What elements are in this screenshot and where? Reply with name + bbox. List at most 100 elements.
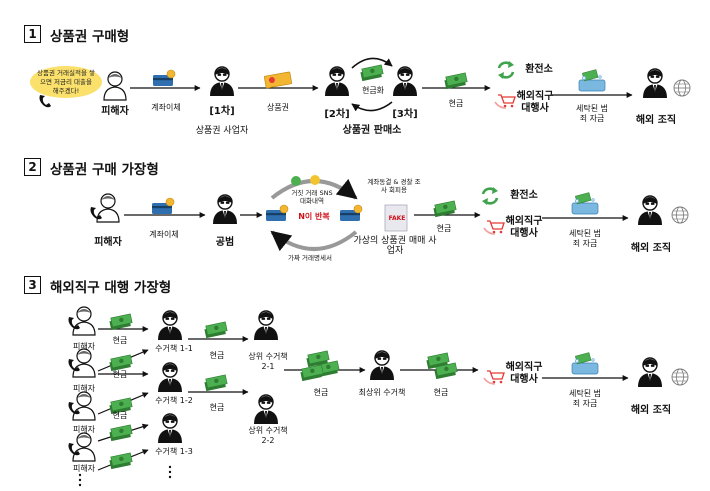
laundered-money-icon [571,192,599,215]
section-title: 상품권 구매 가장형 [50,162,159,178]
person-icon [253,310,279,341]
victim-icon [72,391,96,421]
recycle-arrows-icon [496,59,516,81]
victim-label: 피해자 [72,464,96,473]
bank-card-icon [265,204,289,222]
collector-label: 수거책 1-1 [155,344,193,353]
person-icon [369,350,395,381]
cash-stack-icon [203,321,228,339]
person-icon [157,413,183,444]
accomplice-label: 공범 [215,237,235,248]
fake-receipt-label: 가짜 거래명세서 [288,254,332,262]
chat-badge-icon [310,175,320,185]
globe-icon [671,206,689,224]
person-icon [209,66,235,97]
person-icon [637,195,663,226]
collector-label: 수거책 1-3 [155,447,193,456]
speech-bubble: 상품권 거래실적을 쌓으면 저금리 대출을 해주겠다! [30,66,102,98]
bank-card-icon [339,204,363,222]
vertical-dots-icon [168,465,172,479]
overseas-label: 해외 조직 [630,405,672,416]
shopping-cart-icon [483,220,505,235]
cash-label: 현금 [209,351,225,360]
fake-merchant-label: 가상의 상품권 매매 사업자 [353,236,437,256]
vertical-dots-icon [78,473,82,487]
cash-stack-icon [108,313,133,331]
person-icon [642,68,668,99]
cash-stack-icon [443,72,468,90]
cash-label: 현금 [436,224,452,233]
bubble-text: 상품권 거래실적을 쌓으면 저금리 대출을 해주겠다! [37,68,95,95]
upper-collector-label: 상위 수거책 2-2 [248,426,288,445]
cashing-label: 현금화 [361,86,385,95]
victim-icon [72,306,96,336]
victim-icon [72,432,96,462]
cash-label: 현금 [209,403,225,412]
overseas-label: 해외 조직 [630,243,672,254]
agency-label: 해외직구 대행사 [516,91,554,114]
cash-label: 현금 [112,336,128,345]
exchange-label: 환전소 [510,190,538,201]
bank-card-icon [151,197,175,215]
person-icon [324,66,350,97]
cash-stack-icon [359,64,384,82]
stage-label: [1차] [209,106,235,117]
shopping-cart-icon [494,94,516,109]
arrow [351,57,393,69]
upper-collector-label: 상위 수거책 2-1 [248,352,288,371]
agency-label: 해외직구 대행사 [505,216,543,239]
laundered-label: 세탁된 범죄 자금 [576,104,608,123]
victim-label: 피해자 [72,342,96,351]
fake-stamp: FAKE [388,215,406,222]
victim-label: 피해자 [94,237,122,248]
fake-document-icon [384,204,408,232]
cash-label: 현금 [313,388,329,397]
freeze-avoid-label: 계좌동결 & 경찰 조사 회피용 [367,178,421,194]
transfer-label: 계좌이체 [149,230,179,239]
arrow [270,230,358,252]
person-icon [637,357,663,388]
phone-icon [39,95,51,108]
section-title: 해외직구 대행 가장형 [50,280,172,296]
cash-label: 현금 [433,388,449,397]
victim-icon [103,71,127,101]
merchant-label: 상품권 사업자 [195,126,249,136]
seller-label: 상품권 판매소 [342,125,402,136]
globe-icon [671,368,689,386]
victim-label: 피해자 [101,106,129,117]
globe-icon [673,79,691,97]
victim-label: 피해자 [72,384,96,393]
section-number: 1 [24,25,41,43]
person-icon [157,362,183,393]
stage-label: [2차] [324,109,350,120]
person-icon [212,194,238,225]
cash-stack-icon [108,452,133,470]
fake-sns-label: 거짓 거래 SNS 대화내역 [291,189,333,205]
agency-label: 해외직구 대행사 [505,362,543,385]
gift-voucher-icon [263,71,293,89]
exchange-label: 환전소 [525,64,553,75]
top-collector-label: 최상위 수거책 [358,388,406,397]
arrow [351,101,393,112]
repeat-label: N이 반복 [298,212,330,221]
laundered-money-icon [571,352,599,375]
section-title: 상품권 구매형 [50,29,130,45]
cash-stack-icon [108,424,133,442]
victim-icon [72,348,96,378]
victim-label: 피해자 [72,425,96,434]
chat-badge-icon [291,176,301,186]
cash-label: 현금 [448,99,464,108]
section-number: 2 [24,158,41,176]
cash-stack-icon [203,374,228,392]
person-icon [157,310,183,341]
cash-label: 현금 [112,370,128,379]
cash-stack-icon [108,354,133,372]
laundered-label: 세탁된 범죄 자금 [569,389,601,408]
cash-stack-icon [299,364,324,382]
transfer-label: 계좌이체 [151,103,181,112]
collector-label: 수거책 1-2 [155,396,193,405]
shopping-cart-icon [483,370,505,385]
laundered-label: 세탁된 범죄 자금 [569,229,601,248]
cash-label: 현금 [112,411,128,420]
